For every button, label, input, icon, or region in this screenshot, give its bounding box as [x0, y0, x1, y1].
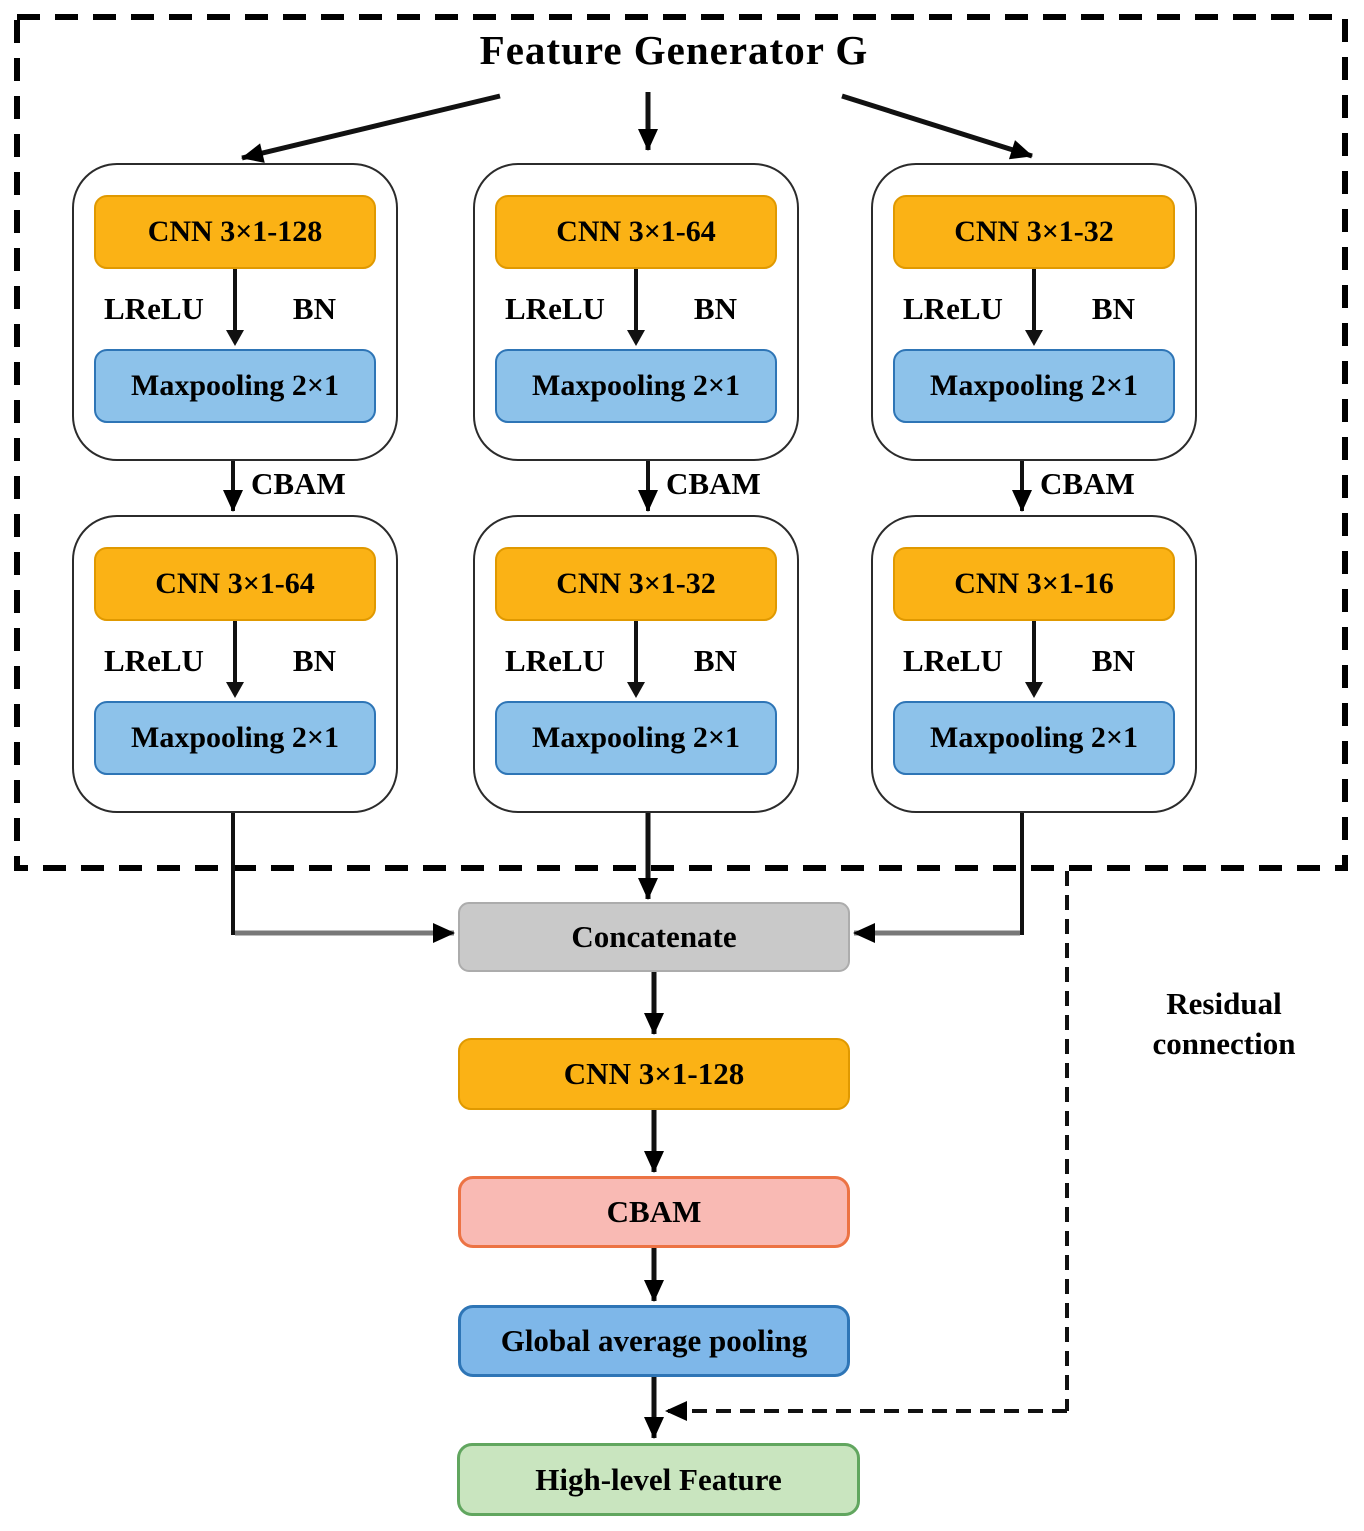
bn-label: BN	[1091, 291, 1135, 326]
down-arrow-icon	[627, 269, 645, 346]
bn-label: BN	[292, 643, 336, 678]
down-arrow-icon	[1025, 269, 1043, 346]
lrelu-label: LReLU	[903, 291, 1003, 326]
activation-row: LReLU BN	[893, 621, 1175, 701]
down-arrow-icon	[1025, 621, 1043, 698]
residual-label-line1: Residual	[1166, 986, 1282, 1021]
high-level-feature-box: High-level Feature	[457, 1443, 860, 1516]
cbam-box: CBAM	[458, 1176, 850, 1248]
activation-row: LReLU BN	[893, 269, 1175, 349]
concatenate-box: Concatenate	[458, 902, 850, 972]
residual-connection-label: Residual connection	[1104, 984, 1344, 1064]
activation-row: LReLU BN	[94, 269, 376, 349]
bn-label: BN	[693, 643, 737, 678]
cnn-box: CNN 3×1-32	[495, 547, 777, 621]
feature-generator-dashed-border	[14, 14, 1348, 871]
down-arrow-icon	[226, 269, 244, 346]
branch-1-stage-2: CNN 3×1-64 LReLU BN Maxpooling 2×1	[72, 515, 398, 813]
branch-3-stage-2: CNN 3×1-16 LReLU BN Maxpooling 2×1	[871, 515, 1197, 813]
arrow-title-to-branch-1	[241, 93, 501, 163]
lrelu-label: LReLU	[903, 643, 1003, 678]
cnn-box: CNN 3×1-128	[94, 195, 376, 269]
lrelu-label: LReLU	[505, 643, 605, 678]
branch-2-stage-2: CNN 3×1-32 LReLU BN Maxpooling 2×1	[473, 515, 799, 813]
bn-label: BN	[693, 291, 737, 326]
diagram-title: Feature Generator G	[479, 27, 869, 73]
branch-2-stage-1: CNN 3×1-64 LReLU BN Maxpooling 2×1	[473, 163, 799, 461]
lrelu-label: LReLU	[104, 643, 204, 678]
cnn-box: CNN 3×1-32	[893, 195, 1175, 269]
activation-row: LReLU BN	[495, 621, 777, 701]
bn-label: BN	[292, 291, 336, 326]
arrow-title-to-branch-3	[841, 93, 1033, 160]
cnn-box: CNN 3×1-64	[495, 195, 777, 269]
cnn-128-box: CNN 3×1-128	[458, 1038, 850, 1110]
maxpooling-box: Maxpooling 2×1	[893, 349, 1175, 423]
activation-row: LReLU BN	[94, 621, 376, 701]
cnn-box: CNN 3×1-64	[94, 547, 376, 621]
branch-1-stage-1: CNN 3×1-128 LReLU BN Maxpooling 2×1	[72, 163, 398, 461]
maxpooling-box: Maxpooling 2×1	[495, 701, 777, 775]
cbam-label-branch-3: CBAM	[1040, 466, 1135, 501]
lrelu-label: LReLU	[104, 291, 204, 326]
branch-3-stage-1: CNN 3×1-32 LReLU BN Maxpooling 2×1	[871, 163, 1197, 461]
maxpooling-box: Maxpooling 2×1	[94, 701, 376, 775]
lrelu-label: LReLU	[505, 291, 605, 326]
maxpooling-box: Maxpooling 2×1	[893, 701, 1175, 775]
cnn-box: CNN 3×1-16	[893, 547, 1175, 621]
cbam-label-branch-2: CBAM	[666, 466, 761, 501]
maxpooling-box: Maxpooling 2×1	[495, 349, 777, 423]
down-arrow-icon	[226, 621, 244, 698]
bn-label: BN	[1091, 643, 1135, 678]
cbam-label-branch-1: CBAM	[251, 466, 346, 501]
activation-row: LReLU BN	[495, 269, 777, 349]
maxpooling-box: Maxpooling 2×1	[94, 349, 376, 423]
residual-label-line2: connection	[1152, 1026, 1296, 1061]
global-average-pooling-box: Global average pooling	[458, 1305, 850, 1377]
down-arrow-icon	[627, 621, 645, 698]
